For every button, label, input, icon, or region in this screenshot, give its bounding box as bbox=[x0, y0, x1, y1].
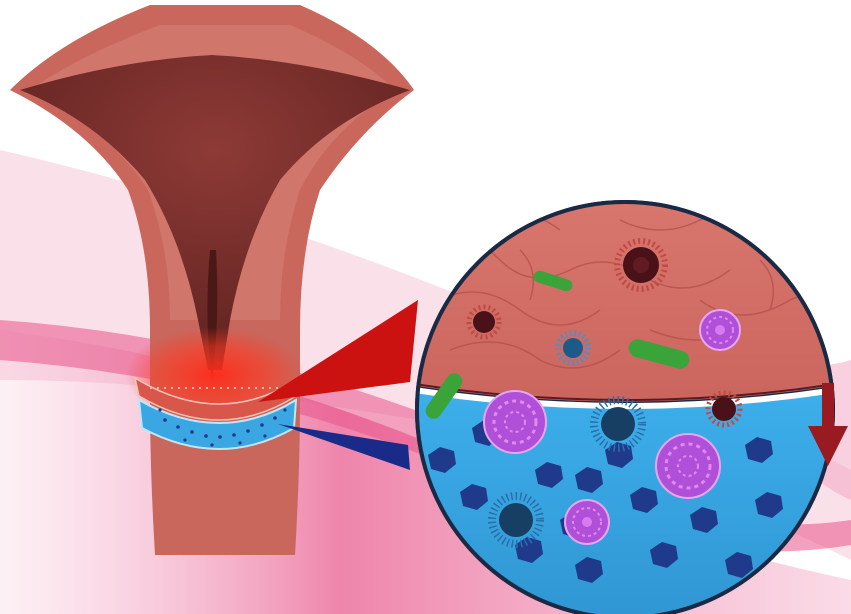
purple-virus bbox=[700, 310, 740, 350]
purple-virus bbox=[656, 434, 720, 498]
upper-tissue bbox=[410, 190, 840, 420]
magnified-view bbox=[408, 190, 842, 614]
purple-virus bbox=[565, 500, 609, 544]
purple-virus bbox=[484, 391, 546, 453]
